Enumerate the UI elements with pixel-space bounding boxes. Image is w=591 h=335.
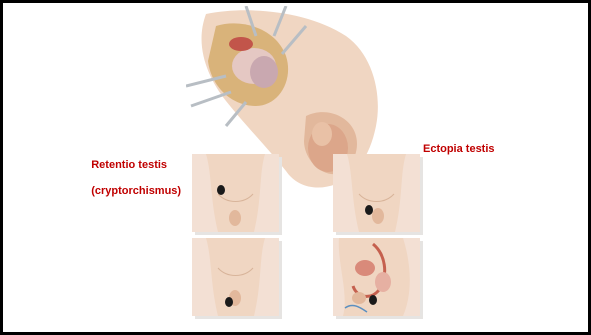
slide: Retentio testis (cryptorchismus) Ectopia…	[3, 3, 588, 332]
panel-ectopia-upper	[333, 154, 420, 232]
sagittal-section-illustration-icon	[333, 238, 420, 316]
torso-illustration-icon	[333, 154, 420, 232]
retentio-label-line2: (cryptorchismus)	[91, 185, 181, 197]
torso-illustration-icon	[192, 238, 279, 316]
ectopia-label: Ectopia testis	[423, 143, 495, 156]
panel-retentio-lower	[192, 238, 279, 316]
retentio-label-line1: Retentio testis	[91, 159, 167, 171]
panel-ectopia-lower	[333, 238, 420, 316]
retentio-label: Retentio testis (cryptorchismus)	[79, 146, 181, 211]
torso-illustration-icon	[192, 154, 279, 232]
panel-retentio-upper	[192, 154, 279, 232]
